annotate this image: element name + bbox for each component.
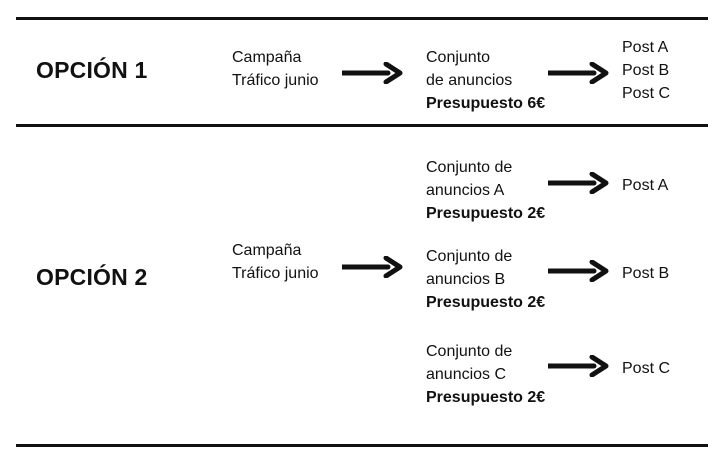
adset-line: Conjunto de (426, 159, 513, 176)
post-label: Post A (622, 39, 669, 56)
option-2-adset-b: Conjunto de anuncios B Presupuesto 2€ (426, 245, 545, 314)
arrow-icon (342, 62, 404, 84)
arrow-icon (548, 355, 610, 377)
campaign-line: Tráfico junio (232, 265, 319, 282)
option-1-posts: Post A Post B Post C (622, 36, 670, 105)
option-2-adset-c: Conjunto de anuncios C Presupuesto 2€ (426, 340, 545, 409)
option-1-adset: Conjunto de anuncios Presupuesto 6€ (426, 46, 545, 115)
option-1-campaign: Campaña Tráfico junio (232, 46, 319, 92)
adset-line: anuncios C (426, 366, 507, 383)
option-2-adset-a: Conjunto de anuncios A Presupuesto 2€ (426, 156, 545, 225)
adset-line: Conjunto de (426, 343, 513, 360)
option-2-label: OPCIÓN 2 (36, 264, 148, 290)
adset-budget: Presupuesto 6€ (426, 95, 546, 112)
post-label: Post B (622, 265, 670, 282)
arrow-icon (548, 260, 610, 282)
adset-line: Conjunto (426, 49, 491, 66)
post-label: Post C (622, 360, 671, 377)
adset-line: de anuncios (426, 72, 513, 89)
adset-line: anuncios B (426, 271, 506, 288)
arrow-icon (342, 256, 404, 278)
campaign-line: Campaña (232, 242, 302, 259)
adset-budget: Presupuesto 2€ (426, 389, 546, 406)
post-label: Post A (622, 177, 669, 194)
adset-line: anuncios A (426, 182, 505, 199)
campaign-line: Tráfico junio (232, 72, 319, 89)
middle-divider (16, 124, 708, 127)
bottom-divider (16, 444, 708, 447)
adset-budget: Presupuesto 2€ (426, 294, 546, 311)
top-divider (16, 17, 708, 20)
adset-line: Conjunto de (426, 248, 513, 265)
campaign-line: Campaña (232, 49, 302, 66)
post-label: Post B (622, 62, 670, 79)
adset-budget: Presupuesto 2€ (426, 205, 546, 222)
post-label: Post C (622, 85, 671, 102)
arrow-icon (548, 62, 610, 84)
option-1-label: OPCIÓN 1 (36, 57, 148, 83)
arrow-icon (548, 172, 610, 194)
option-2-campaign: Campaña Tráfico junio (232, 239, 319, 285)
